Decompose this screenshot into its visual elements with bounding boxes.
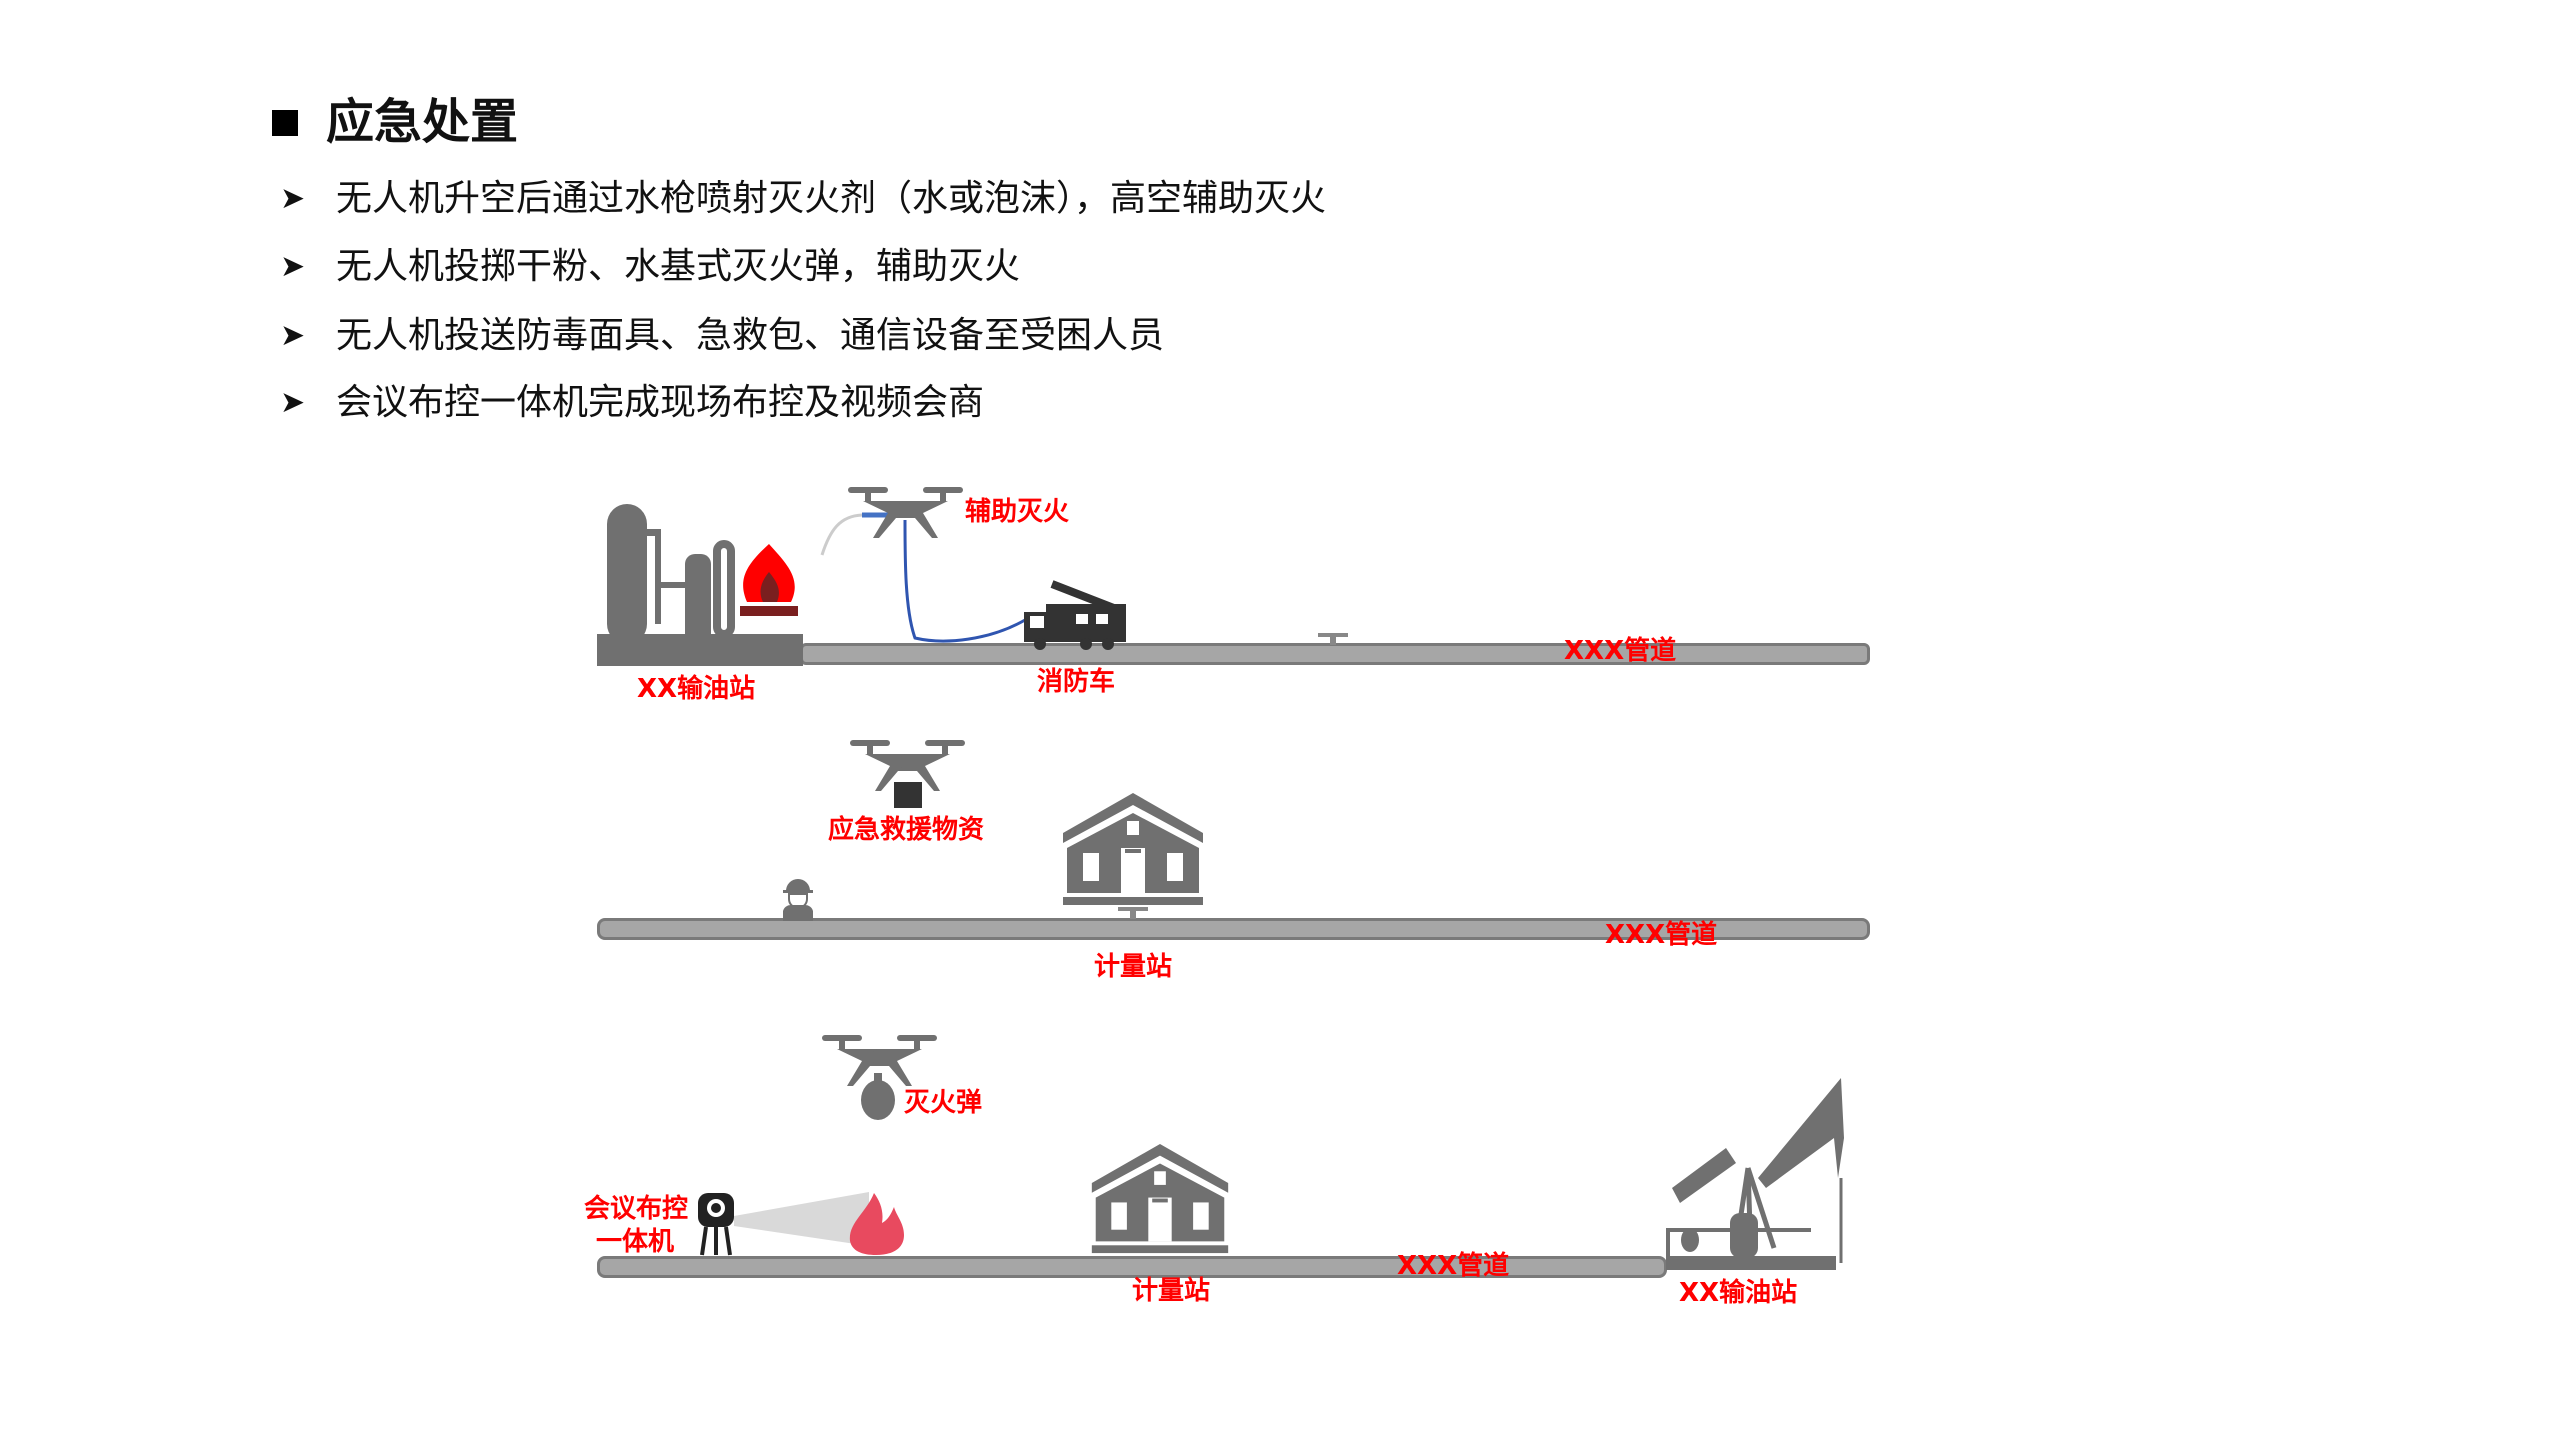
oil-station-label: XX输油站 bbox=[1679, 1278, 1798, 1308]
arrow-bullet-icon: ➤ bbox=[280, 385, 306, 420]
heading-square-icon bbox=[272, 110, 298, 136]
drone-label-fire-bomb: 灭火弹 bbox=[904, 1088, 983, 1118]
pipeline-label: XXX管道 bbox=[1397, 1251, 1510, 1281]
oil-station-label: XX输油站 bbox=[637, 674, 756, 704]
metering-station-house-icon bbox=[1063, 793, 1203, 905]
fire-flame-icon bbox=[849, 1193, 904, 1255]
pipeline-3 bbox=[597, 1256, 1667, 1278]
device-label-line1: 会议布控 bbox=[584, 1194, 689, 1224]
worker-icon bbox=[783, 879, 813, 921]
fire-truck-icon bbox=[1024, 580, 1126, 650]
surveillance-camera-light-cone bbox=[734, 1192, 869, 1246]
page-title: 应急处置 bbox=[326, 94, 519, 150]
arrow-bullet-icon: ➤ bbox=[280, 249, 306, 284]
bullet-item: ➤ 无人机升空后通过水枪喷射灭火剂（水或泡沫），高空辅助灭火 bbox=[280, 175, 1326, 223]
arrow-bullet-icon: ➤ bbox=[280, 181, 306, 216]
surveillance-camera-icon bbox=[698, 1193, 734, 1256]
valve-icon bbox=[1318, 633, 1348, 645]
drone-label-relief-supplies: 应急救援物资 bbox=[828, 815, 985, 845]
drone-label-assist-firefighting: 辅助灭火 bbox=[965, 497, 1070, 527]
drone-icon bbox=[848, 487, 963, 538]
metering-station-label: 计量站 bbox=[1132, 1276, 1211, 1306]
pipeline-label: XXX管道 bbox=[1605, 920, 1718, 950]
pipeline-2 bbox=[597, 918, 1870, 940]
refinery-icon bbox=[597, 504, 803, 666]
device-label-line2: 一体机 bbox=[596, 1227, 675, 1257]
bullet-item: ➤ 无人机投送防毒面具、急救包、通信设备至受困人员 bbox=[280, 312, 1164, 360]
bullet-text: 无人机升空后通过水枪喷射灭火剂（水或泡沫），高空辅助灭火 bbox=[336, 178, 1327, 219]
drone-with-bomb-icon bbox=[822, 1035, 937, 1120]
pipeline-label: XXX管道 bbox=[1564, 636, 1677, 666]
valve-icon bbox=[1118, 907, 1148, 919]
bullet-item: ➤ 会议布控一体机完成现场布控及视频会商 bbox=[280, 379, 984, 427]
bullet-item: ➤ 无人机投掷干粉、水基式灭火弹，辅助灭火 bbox=[280, 243, 1020, 291]
bullet-text: 无人机投掷干粉、水基式灭火弹，辅助灭火 bbox=[336, 246, 1021, 287]
metering-station-label: 计量站 bbox=[1094, 952, 1173, 982]
metering-station-house-icon bbox=[1091, 1144, 1229, 1254]
bullet-text: 会议布控一体机完成现场布控及视频会商 bbox=[336, 382, 985, 423]
bullet-text: 无人机投送防毒面具、急救包、通信设备至受困人员 bbox=[336, 315, 1165, 356]
arrow-bullet-icon: ➤ bbox=[280, 318, 306, 353]
drone-with-package-icon bbox=[850, 740, 965, 808]
pumpjack-oil-station-icon bbox=[1666, 1078, 1844, 1270]
fire-truck-label: 消防车 bbox=[1037, 667, 1116, 697]
